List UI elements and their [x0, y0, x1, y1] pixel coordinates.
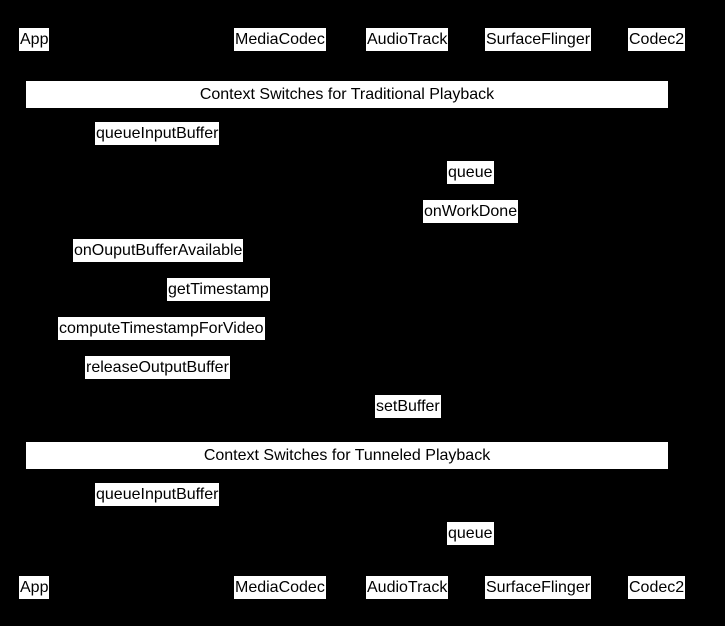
section-bar-tunneled-playback: Context Switches for Tunneled Playback	[26, 442, 668, 469]
section-bar-traditional-playback: Context Switches for Traditional Playbac…	[26, 81, 668, 108]
message-label-onworkdone: onWorkDone	[423, 200, 519, 223]
lifeline-label-surfaceflinger-bottom: SurfaceFlinger	[485, 576, 592, 599]
lifeline-label-app-top: App	[19, 28, 50, 51]
lifeline-label-audiotrack-bottom: AudioTrack	[366, 576, 449, 599]
lifeline-label-codec2-bottom: Codec2	[628, 576, 686, 599]
message-label-computetimestampforvideo: computeTimestampForVideo	[58, 317, 265, 340]
message-label-releaseoutputbuffer: releaseOutputBuffer	[85, 356, 230, 379]
lifeline-label-app-bottom: App	[19, 576, 50, 599]
lifeline-label-audiotrack-top: AudioTrack	[366, 28, 449, 51]
message-label-queue-2: queue	[447, 522, 494, 545]
lifeline-label-surfaceflinger-top: SurfaceFlinger	[485, 28, 592, 51]
lifeline-label-codec2-top: Codec2	[628, 28, 686, 51]
message-label-queue-1: queue	[447, 161, 494, 184]
lifeline-label-mediacodec-top: MediaCodec	[234, 28, 326, 51]
lifeline-label-mediacodec-bottom: MediaCodec	[234, 576, 326, 599]
message-label-queueinputbuffer-2: queueInputBuffer	[95, 483, 220, 506]
message-label-setbuffer: setBuffer	[375, 395, 441, 418]
message-label-queueinputbuffer-1: queueInputBuffer	[95, 122, 220, 145]
message-label-onouputbufferavailable: onOuputBufferAvailable	[73, 239, 244, 262]
message-label-gettimestamp: getTimestamp	[167, 278, 270, 301]
